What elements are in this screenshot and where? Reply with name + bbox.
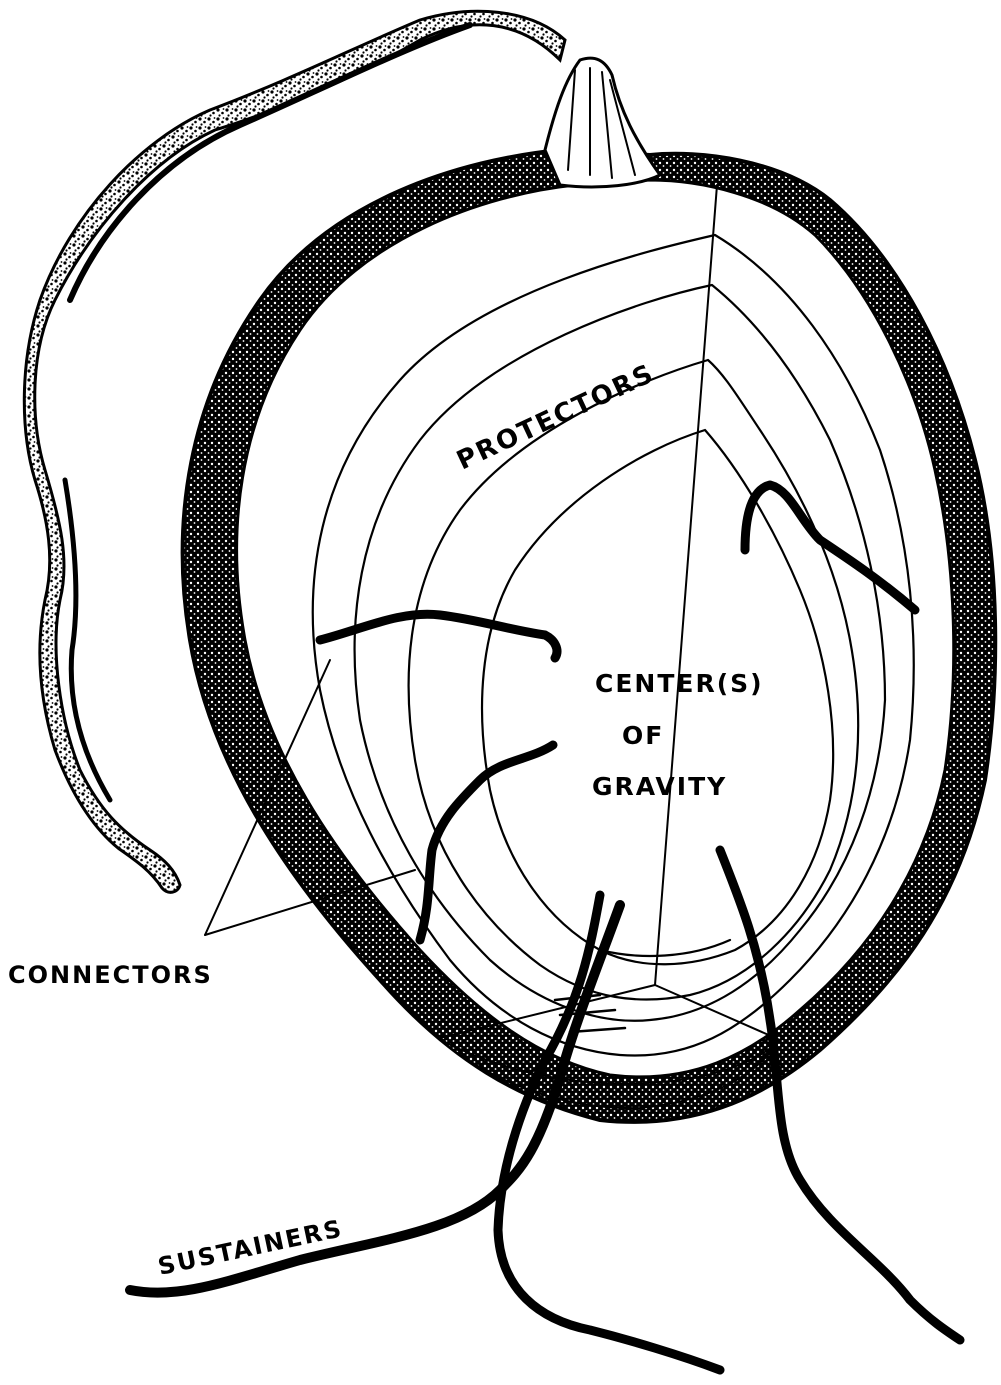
onion-neck bbox=[545, 58, 660, 187]
label-center-line1: CENTER(S) bbox=[595, 669, 764, 698]
label-connectors: CONNECTORS bbox=[8, 961, 213, 989]
label-center-line3: GRAVITY bbox=[592, 772, 727, 801]
label-center-line2: OF bbox=[622, 721, 664, 750]
